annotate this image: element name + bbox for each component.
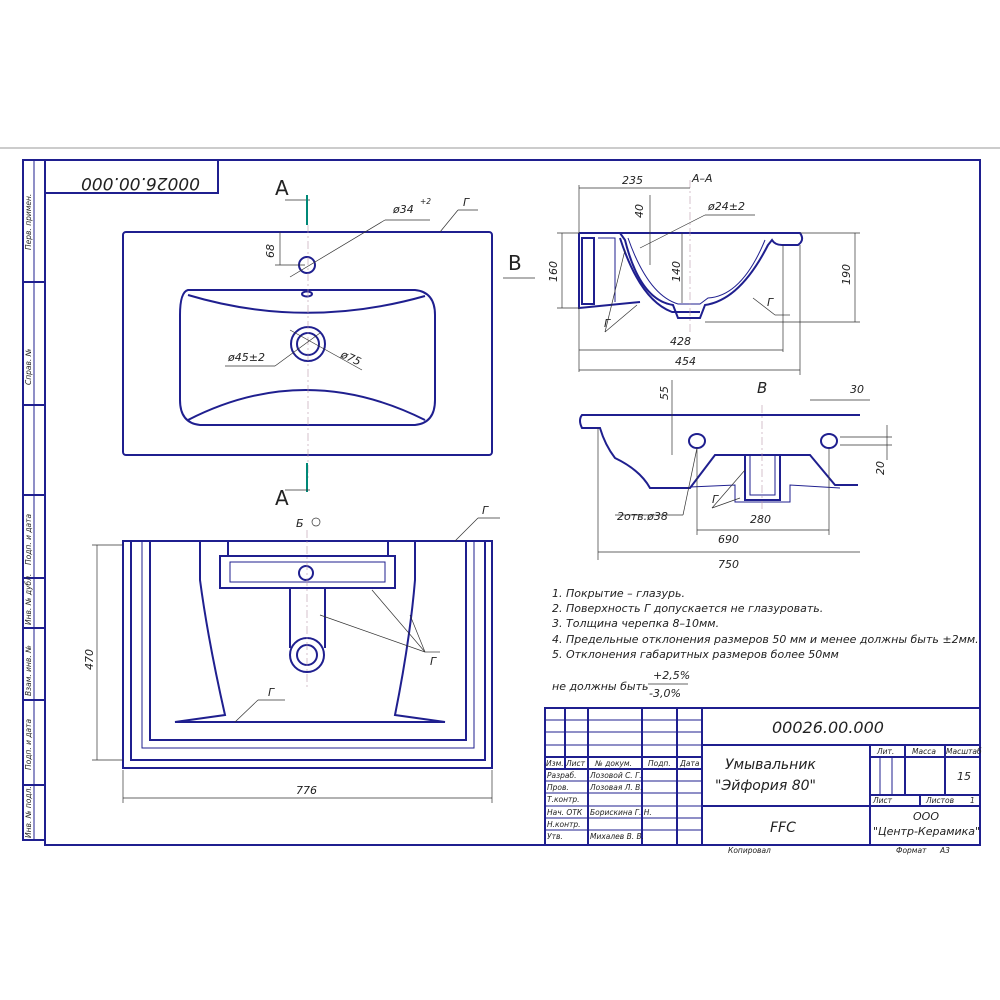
dim-55: 55: [658, 386, 671, 400]
dim-40: 40: [633, 204, 646, 218]
header-cell: № докум.: [594, 759, 632, 768]
bottom-view: Б 470 776 Г Г Г: [83, 504, 500, 803]
strip-label: Перв. примен.: [24, 194, 33, 250]
role-cell: Нач. ОТК: [547, 808, 583, 817]
dim-750: 750: [718, 558, 739, 571]
surface-g-label: Г: [767, 296, 774, 309]
surface-g-label: Г: [268, 686, 275, 699]
header-cell: Лист: [565, 759, 586, 768]
section-mark-top: А: [275, 176, 289, 200]
dim-hole: ø34: [392, 203, 414, 216]
dim-holes: 2отв.ø38: [617, 510, 668, 523]
name-cell: Лозовой С. Г.: [589, 771, 642, 780]
product-title: Умывальник: [725, 757, 816, 773]
surface-g-label: Г: [712, 493, 719, 506]
role-cell: Т.контр.: [547, 795, 580, 804]
title-block: 00026.00.000 Изм. Лист № докум. Подп. Да…: [544, 707, 982, 855]
strip-label: Подп. и дата: [24, 719, 33, 770]
dim-20: 20: [874, 461, 887, 475]
overflow-hole: [301, 290, 313, 298]
name-cell: Михалев В. В.: [590, 832, 644, 841]
sheets-value: 1: [970, 796, 975, 805]
surface-g-label: Г: [463, 196, 470, 209]
dim-68: 68: [264, 244, 277, 258]
drawing-number: 00026.00.000: [772, 718, 884, 737]
dim-hole-tol: +2: [420, 197, 431, 206]
dim-drain-outer: ø75: [338, 348, 363, 369]
view-mark: В: [508, 251, 522, 275]
format-label: Формат: [896, 846, 927, 855]
name-cell: Лозовая Л. В.: [589, 783, 643, 792]
sheet-label: Лист: [872, 796, 893, 805]
note: 1. Покрытие – глазурь.: [552, 587, 685, 600]
tolerance-plus: +2,5%: [653, 669, 690, 682]
dim-454: 454: [675, 355, 696, 368]
sheets-label: Листов: [925, 796, 954, 805]
strip-label: Взам. инв. №: [24, 645, 33, 696]
section-aa: А–А 235 40 ø24±2 160 140 190 428 454 Г Г: [547, 172, 860, 375]
side-strip: Перв. примен. Справ. № Подп. и дата Инв.…: [22, 159, 46, 841]
format-value: А3: [939, 846, 950, 855]
dim-190: 190: [840, 264, 853, 285]
notes: 1. Покрытие – глазурь. 2. Поверхность Г …: [552, 587, 979, 700]
dim-drain-inner: ø45±2: [227, 351, 265, 364]
bowl-outline: [179, 289, 436, 426]
role-cell: Н.контр.: [547, 820, 581, 829]
org-line2: "Центр-Керамика": [873, 825, 980, 838]
strip-label: Инв. № подл.: [24, 786, 33, 838]
header-cell: Дата: [679, 759, 700, 768]
scale-value: 15: [957, 770, 971, 783]
dim-428: 428: [670, 335, 691, 348]
header-cell: Подп.: [648, 759, 671, 768]
dim-280: 280: [750, 513, 771, 526]
rotated-drawing-number: 00026.00.000: [81, 173, 200, 193]
view-title: В: [757, 379, 767, 397]
dim-776: 776: [296, 784, 317, 797]
tolerance-minus: -3,0%: [649, 687, 681, 700]
surface-g-label: Г: [482, 504, 489, 517]
header-cell: Изм.: [546, 759, 564, 768]
view-b: В 55 30 20 2отв.ø38 Г 280 690 750: [579, 379, 892, 571]
role-cell: Разраб.: [547, 771, 576, 780]
dim-690: 690: [718, 533, 739, 546]
note: 3. Толщина черепка 8–10мм.: [552, 617, 719, 630]
rotated-stamp: 00026.00.000: [44, 159, 219, 194]
strip-label: Справ. №: [24, 348, 33, 385]
copied-label: Копировал: [728, 846, 771, 855]
view-b-label: Б: [296, 517, 304, 530]
surface-g-label: Г: [430, 655, 437, 668]
lit-label: Лит.: [876, 747, 894, 756]
name-cell: Борискина Г. Н.: [590, 808, 652, 817]
dim-30: 30: [850, 383, 864, 396]
strip-label: Подп. и дата: [24, 514, 33, 565]
section-mark-bottom: А: [275, 486, 289, 510]
scale-label: Масштаб: [946, 747, 982, 756]
strip-label: Инв. № дубл.: [24, 574, 33, 625]
role-cell: Утв.: [547, 832, 563, 841]
dim-overflow: ø24±2: [707, 200, 745, 213]
material: FFC: [770, 820, 796, 836]
dim-235: 235: [622, 174, 643, 187]
section-title: А–А: [691, 172, 713, 185]
org-line1: ООО: [913, 810, 939, 823]
note: 5. Отклонения габаритных размеров более …: [552, 648, 839, 661]
product-model: "Эйфория 80": [715, 778, 816, 794]
note: 2. Поверхность Г допускается не глазуров…: [552, 602, 823, 615]
note-tail: не должны быть: [552, 680, 648, 693]
dim-470: 470: [83, 649, 96, 670]
mass-label: Масса: [912, 747, 936, 756]
role-cell: Пров.: [547, 783, 569, 792]
surface-g-label: Г: [604, 317, 611, 330]
note: 4. Предельные отклонения размеров 50 мм …: [552, 633, 979, 646]
top-view: А А В 68 ø34 +2 Г ø45±2 ø75: [122, 176, 535, 510]
dim-140: 140: [670, 261, 683, 282]
dim-160: 160: [547, 261, 560, 282]
